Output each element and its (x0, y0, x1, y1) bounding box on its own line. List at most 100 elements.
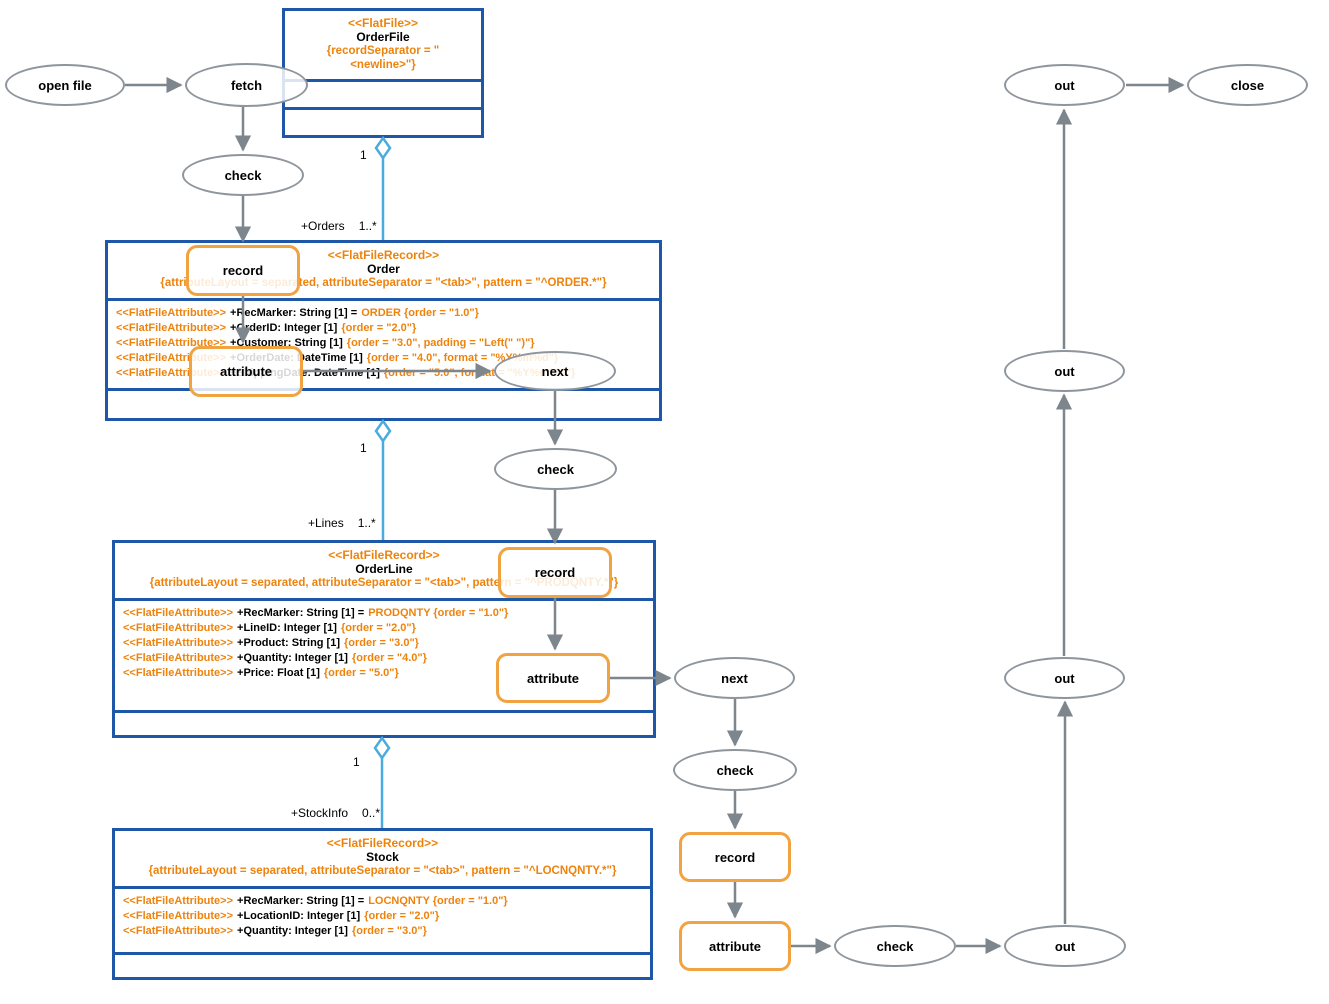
class-stock-attributes: <<FlatFileAttribute>>+RecMarker: String … (115, 886, 650, 952)
action-label: attribute (709, 938, 761, 954)
multiplicity: 1 (353, 755, 360, 769)
attr-declaration: +Quantity: Integer [1] (237, 925, 348, 937)
attr-tags: ORDER {order = "1.0"} (361, 307, 479, 319)
activity-label: fetch (230, 77, 263, 93)
role-name: +StockInfo (291, 806, 349, 820)
activity-check-stock[interactable]: check (673, 749, 797, 791)
aggregation-order-orderline (374, 418, 392, 540)
class-name: OrderLine (355, 562, 413, 576)
class-order-extra (108, 388, 659, 418)
action-attribute-order[interactable]: attribute (189, 346, 303, 397)
activity-fetch[interactable]: fetch (185, 63, 308, 107)
attr-tags: {order = "3.0", padding = "Left(" ")"} (346, 337, 535, 349)
class-orderfile[interactable]: <<FlatFile>> OrderFile {recordSeparator … (282, 8, 484, 138)
activity-out-stock[interactable]: out (1004, 925, 1126, 967)
class-name: Order (367, 262, 400, 276)
assoc-stockinfo-source-multiplicity: 1 (353, 755, 360, 769)
activity-label: out (1054, 363, 1075, 379)
class-stock[interactable]: <<FlatFileRecord>> Stock {attributeLayou… (112, 828, 653, 980)
attr-declaration: +RecMarker: String [1] = (237, 607, 365, 619)
action-record-orderline[interactable]: record (498, 547, 612, 598)
attr-tags: {order = "3.0"} (351, 925, 427, 937)
action-attribute-orderline[interactable]: attribute (496, 653, 610, 703)
activity-next-order[interactable]: next (494, 351, 616, 391)
class-stereotype: <<FlatFileRecord>> (327, 248, 440, 262)
multiplicity: 0..* (362, 806, 381, 820)
attr-declaration: +RecMarker: String [1] = (237, 895, 365, 907)
activity-label: out (1054, 670, 1075, 686)
activity-label: next (721, 670, 748, 686)
attr-declaration: +Price: Float [1] (237, 667, 320, 679)
activity-close[interactable]: close (1187, 64, 1308, 106)
attr-tags: PRODQNTY {order = "1.0"} (368, 607, 509, 619)
class-constraint: {attributeLayout = separated, attributeS… (148, 865, 617, 877)
attribute-row: <<FlatFileAttribute>>+LineID: Integer [1… (123, 621, 653, 636)
activity-label: open file (38, 77, 92, 93)
class-constraint: {recordSeparator = "<newline>"} (326, 45, 440, 71)
class-name: OrderFile (356, 30, 410, 44)
class-orderfile-extra (285, 107, 481, 135)
class-orderfile-header: <<FlatFile>> OrderFile {recordSeparator … (285, 11, 481, 79)
action-record-order[interactable]: record (186, 245, 300, 296)
assoc-orders-source-multiplicity: 1 (360, 148, 367, 162)
role-name: +Lines (308, 516, 344, 530)
multiplicity: 1..* (357, 516, 376, 530)
activity-open-file[interactable]: open file (5, 64, 125, 106)
activity-check-orderline[interactable]: check (494, 448, 617, 490)
multiplicity: 1 (360, 441, 367, 455)
attr-stereotype: <<FlatFileAttribute>> (123, 895, 234, 907)
activity-check-order[interactable]: check (182, 154, 304, 196)
action-label: attribute (527, 670, 579, 686)
attr-tags: {order = "2.0"} (340, 622, 416, 634)
attribute-row: <<FlatFileAttribute>>+Quantity: Integer … (123, 651, 653, 666)
flow-arrows (125, 76, 1185, 955)
attr-tags: {order = "3.0"} (344, 637, 419, 649)
attribute-row: <<FlatFileAttribute>>+RecMarker: String … (123, 894, 650, 909)
action-attribute-stock[interactable]: attribute (679, 921, 791, 971)
attr-declaration: +OrderID: Integer [1] (230, 322, 338, 334)
class-stereotype: <<FlatFileRecord>> (326, 836, 439, 850)
activity-label: out (1054, 938, 1076, 954)
assoc-orders-role: +Orders 1..* (301, 219, 377, 233)
activity-out-order[interactable]: out (1004, 350, 1125, 392)
activity-out-file[interactable]: out (1004, 64, 1125, 106)
class-stock-extra (115, 952, 650, 977)
attribute-row: <<FlatFileAttribute>>+LocationID: Intege… (123, 909, 650, 924)
attribute-row: <<FlatFileAttribute>>+RecMarker: String … (123, 606, 653, 621)
activity-label: close (1230, 77, 1265, 93)
class-stereotype: <<FlatFileRecord>> (328, 548, 440, 562)
attr-declaration: +Product: String [1] (237, 637, 341, 649)
class-orderline-extra (115, 710, 653, 735)
class-stock-header: <<FlatFileRecord>> Stock {attributeLayou… (115, 831, 650, 886)
activity-label: check (224, 167, 262, 183)
attribute-row: <<FlatFileAttribute>>+Quantity: Integer … (123, 924, 650, 939)
attr-stereotype: <<FlatFileAttribute>> (116, 307, 227, 319)
attr-declaration: +LocationID: Integer [1] (237, 910, 361, 922)
activity-next-orderline[interactable]: next (674, 657, 795, 699)
class-orderline-attributes: <<FlatFileAttribute>>+RecMarker: String … (115, 598, 653, 710)
class-name: Stock (366, 850, 399, 864)
action-label: record (714, 849, 756, 865)
attr-tags: {order = "4.0"} (351, 652, 427, 664)
multiplicity: 1..* (358, 219, 377, 233)
activity-label: check (537, 461, 574, 477)
attribute-row: <<FlatFileAttribute>>+Product: String [1… (123, 636, 653, 651)
attr-stereotype: <<FlatFileAttribute>> (123, 637, 234, 649)
attr-tags: LOCNQNTY {order = "1.0"} (368, 895, 508, 907)
attr-tags: {order = "2.0"} (341, 322, 417, 334)
attribute-row: <<FlatFileAttribute>>+OrderID: Integer [… (116, 321, 659, 336)
class-orderfile-attributes (285, 79, 481, 107)
attr-declaration: +LineID: Integer [1] (237, 622, 337, 634)
action-label: attribute (220, 364, 272, 379)
attr-stereotype: <<FlatFileAttribute>> (123, 607, 234, 619)
activity-check-out[interactable]: check (834, 925, 956, 967)
activity-out-orderline[interactable]: out (1004, 657, 1125, 699)
activity-label: out (1054, 77, 1075, 93)
multiplicity: 1 (360, 148, 367, 162)
activity-label: check (716, 762, 754, 778)
action-record-stock[interactable]: record (679, 832, 791, 882)
attr-tags: {order = "5.0"} (323, 667, 399, 679)
attribute-row: <<FlatFileAttribute>>+Price: Float [1]{o… (123, 666, 653, 681)
class-stereotype: <<FlatFile>> (347, 16, 419, 30)
